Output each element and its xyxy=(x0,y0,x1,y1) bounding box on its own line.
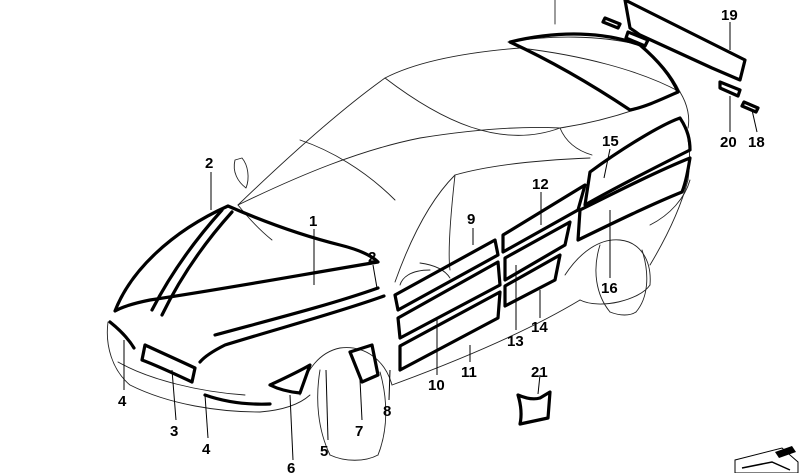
callout-11: 11 xyxy=(461,364,477,381)
callout-14: 14 xyxy=(531,319,548,336)
callout-13: 13 xyxy=(507,333,524,350)
callout-10: 10 xyxy=(428,377,445,394)
callout-9: 9 xyxy=(467,211,475,228)
part-small-piece-top-b xyxy=(624,30,650,48)
part-hood-strip-left xyxy=(150,208,234,317)
callout-16: 16 xyxy=(601,280,618,297)
callout-8: 8 xyxy=(383,403,391,420)
callout-1: 1 xyxy=(309,213,317,230)
callout-18: 18 xyxy=(748,134,765,151)
part-front-door-lower xyxy=(398,290,502,372)
part-hood-film xyxy=(113,204,380,313)
part-corner-piece xyxy=(516,390,552,426)
part-grille-film xyxy=(140,343,197,384)
part-small-piece-18 xyxy=(740,100,760,114)
film-parts xyxy=(108,0,760,426)
callout-4-right: 4 xyxy=(202,441,211,458)
callout-12: 12 xyxy=(532,176,549,193)
part-spoiler-strip xyxy=(623,0,747,82)
part-rear-door-upper xyxy=(501,183,587,254)
callout-5: 5 xyxy=(320,443,328,460)
part-fender-film xyxy=(268,363,312,395)
part-small-piece-top-a xyxy=(601,16,622,30)
part-roof-trunk-film xyxy=(508,32,680,112)
film-roll-icon xyxy=(734,446,799,473)
part-rear-quarter-upper xyxy=(583,116,692,207)
part-fender-lower-film xyxy=(348,343,380,384)
callout-2-hood-right: 2 xyxy=(368,249,376,266)
callout-4-left: 4 xyxy=(118,393,127,410)
callout-7: 7 xyxy=(355,423,363,440)
part-front-door-upper xyxy=(393,238,500,312)
callout-21: 21 xyxy=(531,364,548,381)
part-rear-quarter-lower xyxy=(576,156,692,242)
part-front-door-middle xyxy=(396,260,502,340)
part-rear-door-middle xyxy=(503,220,572,282)
callout-19: 19 xyxy=(721,7,738,24)
callout-15: 15 xyxy=(602,133,619,150)
callout-20: 20 xyxy=(720,134,737,151)
callout-6: 6 xyxy=(287,460,295,473)
callout-2-hood-left: 2 xyxy=(205,155,213,172)
car-body-outline xyxy=(106,0,691,461)
part-bumper-edge-right xyxy=(203,393,272,406)
leader-lines xyxy=(123,22,758,461)
part-hood-strip-right xyxy=(198,286,386,364)
callout-3: 3 xyxy=(170,423,178,440)
part-small-piece-20 xyxy=(718,80,742,98)
callouts: 1 2 2 3 4 4 5 6 6 7 8 9 10 11 12 13 14 1… xyxy=(118,7,765,473)
part-bumper-edge-left xyxy=(108,320,136,350)
part-rear-door-lower xyxy=(503,253,562,308)
